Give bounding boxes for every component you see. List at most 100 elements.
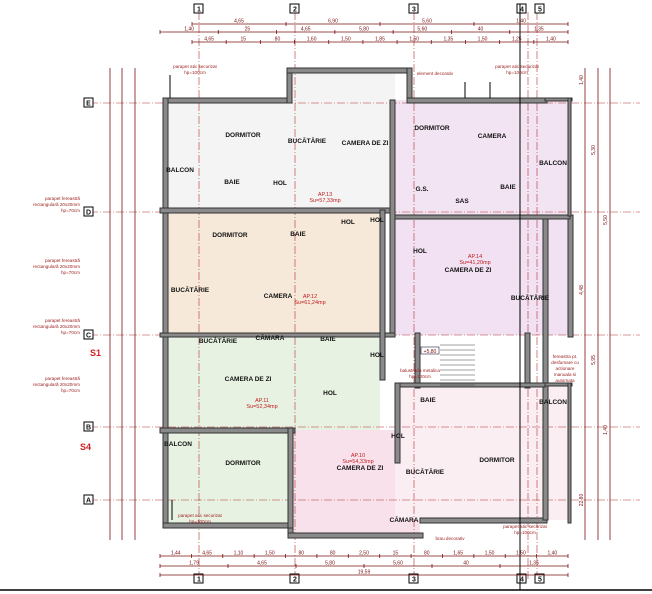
window-parapet-note: rectangulară 20x20mm [33,202,80,207]
wall [159,427,296,434]
room-label: CAMERA DE ZI [225,376,272,383]
grid-axis-label: B [86,425,91,432]
dimension-value: 25 [245,27,251,33]
grid-axis-bubble [83,329,94,340]
parapet-note: hp=100cm [514,530,536,535]
grid-axis-label: 4 [520,7,524,14]
dimension-value: 6,90 [328,19,338,25]
window-parapet-note: hp=70cm [61,208,80,213]
window-parapet-note: rectangulară 20x20mm [33,324,80,329]
dimension-value: 1,60 [307,37,317,43]
wall [414,332,421,389]
window-parapet-note: parapet fereastră [45,258,80,263]
grid-axis-bubble [516,3,527,14]
room-label: HOL [413,248,427,255]
dimension-value: 1,40 [546,37,556,43]
dimension-value: 19,59 [358,570,371,576]
apartment-label: AP.14 [468,254,482,260]
dimension-value: 80 [330,551,336,557]
smoke-window-note: desfumare cu [551,360,579,365]
dimension-value: 40 [478,27,484,33]
apartment-label: AP.10 [351,453,365,459]
apartment-area [290,70,395,210]
wall [164,97,293,104]
grid-axis-bubble [408,573,419,584]
grid-axis-bubble [83,97,94,108]
dimension-value: 1,50 [478,37,488,43]
parapet-note: parapet atic securizat [495,64,539,69]
grid-axis-label: D [86,210,91,217]
level-marker: +5,80 [424,349,437,355]
dimension-value: 5,80 [325,561,335,567]
room-label: HOL [323,390,337,397]
dimension-value: 5,50 [603,215,609,225]
grid-axis-label: 1 [197,7,201,14]
section-marker-s1: S1 [90,348,101,358]
dimension-value: 1,40 [579,75,585,85]
dimension-value: 1,35 [529,561,539,567]
grid-axis-label: E [86,101,91,108]
balustrade-note: balustrada metalica [400,368,440,373]
room-label: HOL [370,352,384,359]
wall [419,517,548,524]
dimension-value: 1,35 [534,27,544,33]
dimension-value: 1,65 [453,551,463,557]
room-label: G.S. [415,186,428,193]
wall [567,97,572,217]
dimension-value: 1,50 [265,551,275,557]
dimension-value: 4,65 [257,561,267,567]
dimension-value: 1,40 [547,551,557,557]
room-label: BAIE [224,179,240,186]
wall [162,97,169,529]
room-label: HOL [370,217,384,224]
wall [394,382,401,464]
parapet-note: parapet atic securizat [178,513,222,518]
parapet-note: parapet atic securizat [173,64,217,69]
apartment-label: AP.12 [303,294,317,300]
dimension-value: 1,44 [171,551,181,557]
dimension-value: 5,80 [359,27,369,33]
grid-axis-bubble [193,3,204,14]
window-parapet-note: hp=70cm [61,388,80,393]
dimension-value: 1,50 [485,551,495,557]
wall [524,332,531,389]
dimension-value: 4,65 [234,19,244,25]
apartment-fills [165,70,570,535]
room-label: BUCĂTĂRIE [288,136,327,145]
window-parapet-note: rectangulară 20x20mm [33,264,80,269]
apartment-area [395,215,570,335]
apartment-area: Su=41,20mp [459,260,490,266]
room-label: HOL [391,433,405,440]
dimension-value: 2,50 [359,551,369,557]
grid-axis-label: 2 [293,7,297,14]
parapet-note: hp=100cm [184,70,206,75]
parapet-note: parapet atic securizat [503,524,547,529]
grid-axis-bubble [83,421,94,432]
room-labels: DORMITOR BUCĂTĂRIE CAMERA DE ZI BALCON BAIE H… [164,125,567,524]
dimension-value: 80 [424,551,430,557]
dimension-value: 1,79 [189,561,199,567]
dimension-value: 1,85 [375,37,385,43]
smoke-window-note: fereastra pt. [553,354,578,359]
room-label: DORMITOR [212,232,248,239]
wall [159,332,396,338]
grid-axis-bubble [534,3,545,14]
dimension-value: 1,50 [409,37,419,43]
dimension-value: 5,60 [417,27,427,33]
room-label: CAMERA [264,293,293,300]
apartment-area [545,100,570,215]
dimension-value: 1,50 [516,551,526,557]
dimension-value: 1,35 [443,37,453,43]
smoke-window-note: actionare [556,366,575,371]
wall [394,214,571,220]
dimension-value: 1,40 [603,425,609,435]
grid-axis-bubble [516,573,527,584]
dimension-value: 4,48 [579,285,585,295]
room-label: BALCON [164,441,192,448]
wall [159,207,391,214]
level-marker-box [420,346,440,355]
apartment-area: Su=54,33mp [342,459,373,465]
dimension-value: 1,50 [341,37,351,43]
